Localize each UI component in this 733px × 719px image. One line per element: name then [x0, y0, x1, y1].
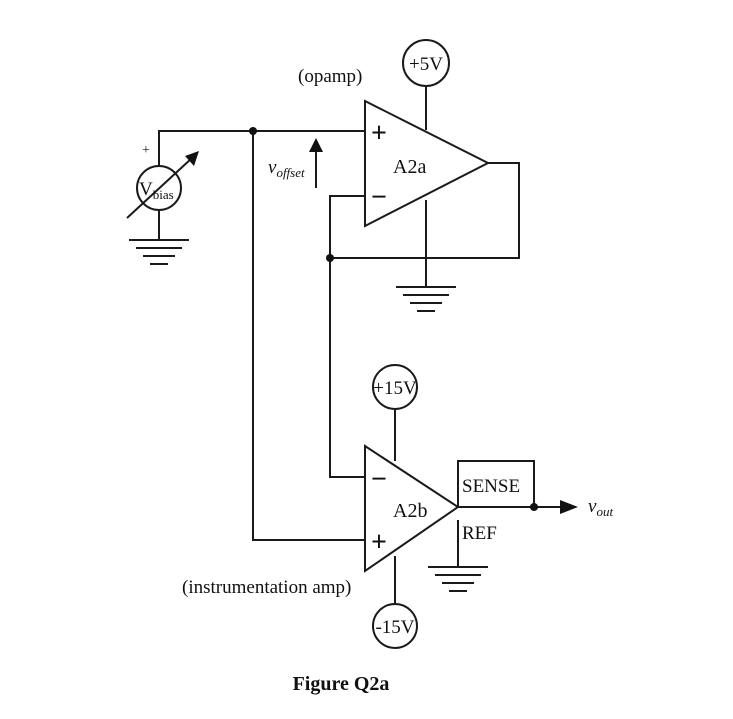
vbias-label: Vbias: [139, 179, 174, 202]
a2a-supply-circle: [402, 39, 450, 87]
output-arrowhead: [560, 500, 578, 514]
a2b-supply-pos-label: +15V: [373, 378, 417, 399]
inamp-role-label: (instrumentation amp): [182, 577, 351, 598]
a2b-supply-neg-source: -15V: [372, 603, 418, 649]
wiring: [158, 86, 578, 604]
vbias-source: Vbias +: [126, 143, 199, 219]
opamp-a2a: + − A2a: [364, 99, 491, 228]
offset-annotation: voffset: [268, 138, 323, 188]
a2b-supply-pos-circle: [372, 364, 418, 410]
vbias-polarity: +: [142, 143, 150, 158]
a2b-supply-neg-label: -15V: [375, 617, 414, 638]
junction-output-node: [530, 503, 538, 511]
a2b-name: A2b: [393, 500, 427, 522]
ground-vbias: [129, 239, 189, 265]
wire-node-to-a2b-minus: [329, 258, 365, 478]
a2a-minus-sign: −: [371, 182, 387, 213]
wire-a2a-output-feedback: [330, 162, 520, 259]
wire-vbias-top: [158, 130, 365, 171]
a2b-plus-sign: +: [371, 527, 387, 558]
offset-arrowhead: [309, 138, 323, 152]
a2b-supply-pos-source: +15V: [372, 364, 418, 410]
wire-sense-loop: [457, 460, 535, 507]
a2b-triangle: [364, 444, 460, 573]
a2a-plus-sign: +: [371, 118, 387, 149]
ground-a2a: [396, 286, 456, 312]
sense-label: SENSE: [462, 476, 520, 497]
a2a-supply-label: +5V: [409, 54, 443, 75]
a2b-minus-sign: −: [371, 464, 387, 495]
a2a-supply-source: +5V: [402, 39, 450, 87]
junction-top-node: [249, 127, 257, 135]
offset-label: voffset: [268, 157, 305, 180]
inamp-a2b: − + A2b: [364, 444, 460, 573]
vbias-adjust-arrowhead: [185, 151, 199, 166]
a2a-name: A2a: [393, 156, 426, 178]
wire-a2a-minus: [329, 195, 365, 258]
a2b-supply-neg-circle: [372, 603, 418, 649]
figure-caption: Figure Q2a: [293, 673, 390, 695]
junction-feedback-node: [326, 254, 334, 262]
ground-a2b-ref: [428, 566, 488, 592]
ref-label: REF: [462, 523, 497, 544]
output-label: vout: [588, 496, 613, 519]
wire-node-to-a2b-plus: [252, 131, 365, 541]
opamp-role-label: (opamp): [298, 66, 362, 87]
vbias-adjust-line: [126, 157, 193, 219]
a2a-triangle: [364, 99, 491, 228]
